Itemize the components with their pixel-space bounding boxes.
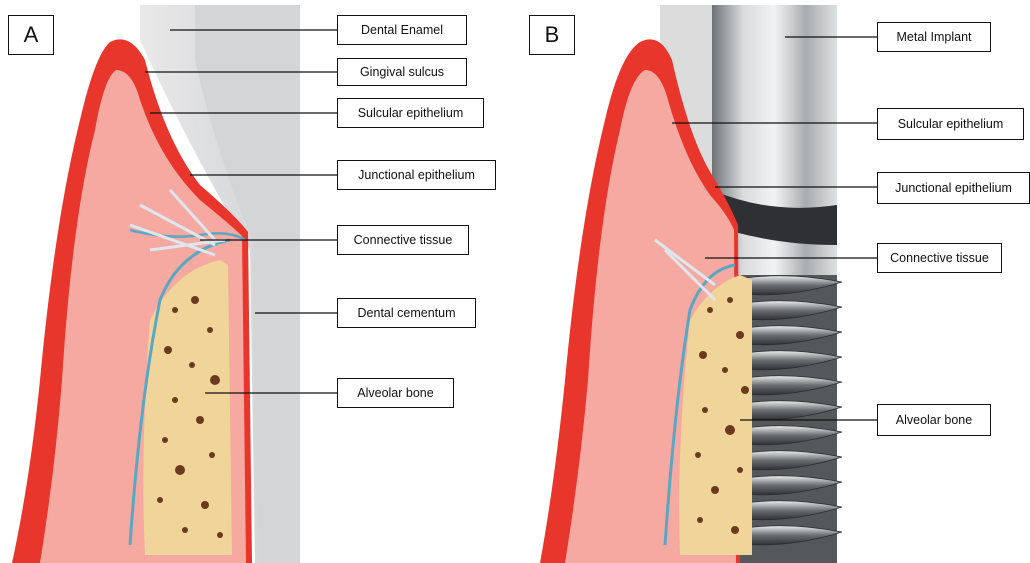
panel-b-letter: B (529, 15, 575, 55)
label-a-sulcular-epithelium: Sulcular epithelium (337, 98, 484, 128)
label-b-metal-implant: Metal Implant (877, 22, 991, 52)
label-a-alveolar-bone: Alveolar bone (337, 378, 454, 408)
label-a-dental-cementum: Dental cementum (337, 298, 476, 328)
label-a-junctional-epithelium: Junctional epithelium (337, 160, 496, 190)
panel-a-letter: A (8, 15, 54, 55)
label-b-junctional-epithelium: Junctional epithelium (877, 172, 1030, 204)
label-b-alveolar-bone: Alveolar bone (877, 404, 991, 436)
label-a-gingival-sulcus: Gingival sulcus (337, 58, 467, 86)
label-b-sulcular-epithelium: Sulcular epithelium (877, 108, 1024, 140)
label-b-connective-tissue: Connective tissue (877, 243, 1002, 273)
panel-b-drawing (540, 5, 842, 563)
label-a-connective-tissue: Connective tissue (337, 225, 469, 255)
panel-a-drawing (12, 5, 300, 563)
label-a-dental-enamel: Dental Enamel (337, 15, 467, 45)
